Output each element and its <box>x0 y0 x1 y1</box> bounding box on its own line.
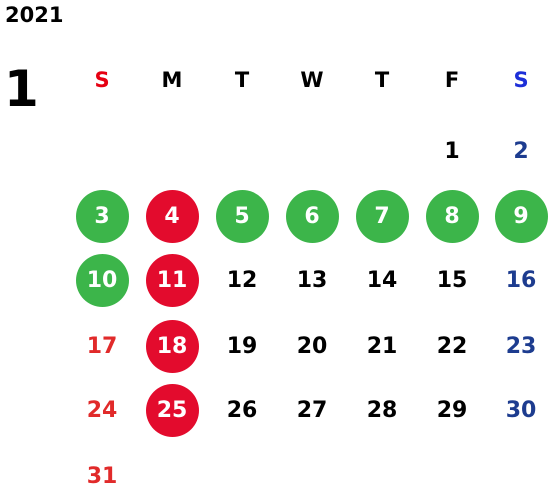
day-cell-green-circle: 7 <box>355 189 409 243</box>
day-cell: 31 <box>86 463 118 489</box>
day-cell-green-circle: 8 <box>425 189 479 243</box>
day-cell: 19 <box>226 333 258 359</box>
weekday-header: T <box>234 68 250 92</box>
day-cell: 17 <box>86 333 118 359</box>
day-cell-red-circle: 25 <box>145 383 199 437</box>
day-cell-red-circle: 18 <box>145 319 199 373</box>
weekday-header: W <box>300 68 324 92</box>
weekday-header: F <box>444 68 460 92</box>
day-cell: 27 <box>296 397 328 423</box>
day-cell: 28 <box>366 397 398 423</box>
day-cell-red-circle: 11 <box>145 253 199 307</box>
day-cell-green-circle: 9 <box>494 189 548 243</box>
day-cell: 12 <box>226 267 258 293</box>
day-cell: 2 <box>513 138 529 164</box>
day-cell: 26 <box>226 397 258 423</box>
day-cell: 29 <box>436 397 468 423</box>
day-cell: 30 <box>505 397 537 423</box>
year-label: 2021 <box>5 3 64 27</box>
day-cell: 1 <box>444 138 460 164</box>
day-cell: 16 <box>505 267 537 293</box>
day-cell: 21 <box>366 333 398 359</box>
day-cell: 13 <box>296 267 328 293</box>
day-cell: 22 <box>436 333 468 359</box>
day-cell-green-circle: 10 <box>75 253 129 307</box>
weekday-header: S <box>513 68 529 92</box>
day-cell: 14 <box>366 267 398 293</box>
weekday-header: T <box>374 68 390 92</box>
weekday-header: S <box>94 68 110 92</box>
day-cell-red-circle: 4 <box>145 189 199 243</box>
day-cell-green-circle: 5 <box>215 189 269 243</box>
day-cell-green-circle: 3 <box>75 189 129 243</box>
month-number: 1 <box>4 60 39 118</box>
day-cell: 24 <box>86 397 118 423</box>
day-cell: 15 <box>436 267 468 293</box>
weekday-header: M <box>161 68 183 92</box>
day-cell-green-circle: 6 <box>285 189 339 243</box>
day-cell: 23 <box>505 333 537 359</box>
day-cell: 20 <box>296 333 328 359</box>
